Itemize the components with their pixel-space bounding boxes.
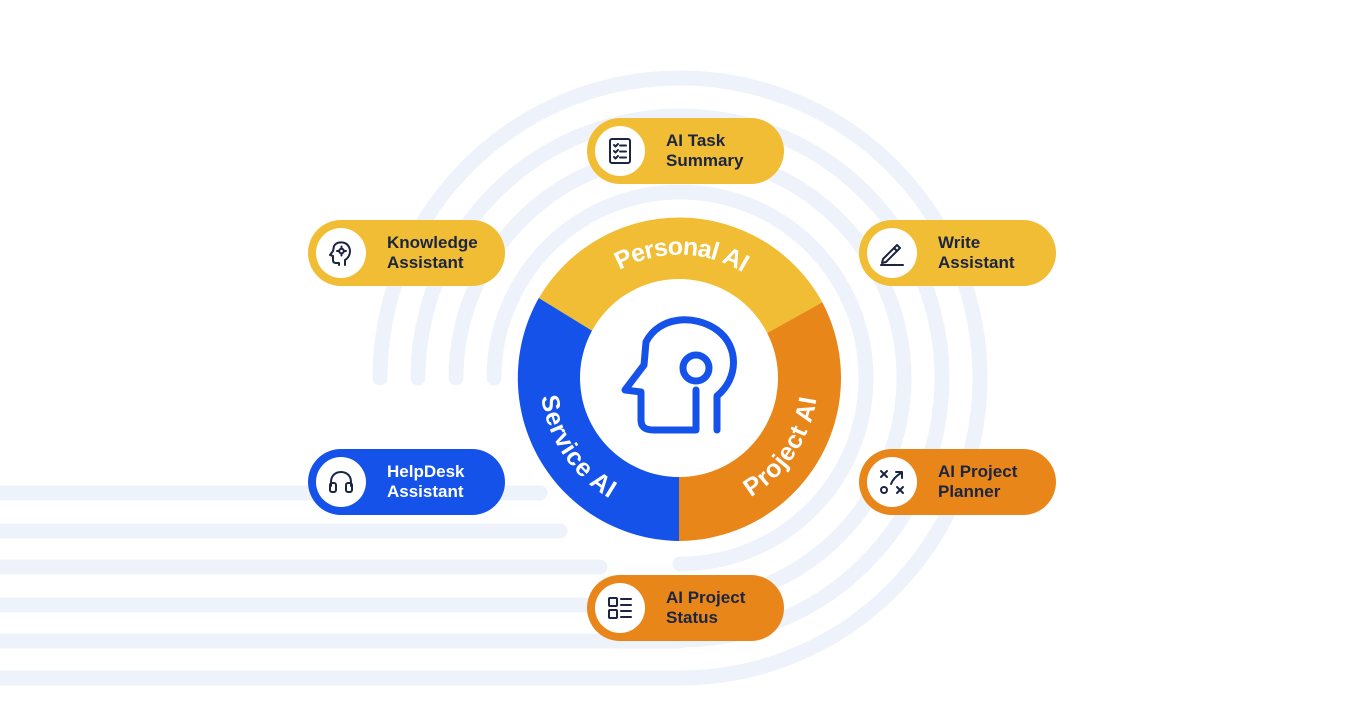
pill-ai-project-planner[interactable]: AI Project Planner — [859, 449, 1056, 515]
strategy-icon — [880, 470, 904, 494]
pill-ai-project-status[interactable]: AI Project Status — [587, 575, 784, 641]
pill-icon-circle — [867, 228, 917, 278]
pill-write-assistant[interactable]: Write Assistant — [859, 220, 1056, 286]
pill-icon-circle — [316, 228, 366, 278]
pill-ai-task-summary[interactable]: AI Task Summary — [587, 118, 784, 184]
pill-icon-circle — [595, 583, 645, 633]
center-circle — [580, 279, 778, 477]
segment-service-ai[interactable] — [517, 298, 679, 541]
head-gear-icon — [329, 241, 351, 266]
background-decoration — [0, 70, 988, 686]
pill-icon-circle — [316, 457, 366, 507]
segment-project-ai[interactable] — [679, 302, 841, 541]
pen-icon — [880, 244, 904, 266]
ai-head-icon — [621, 316, 737, 434]
pill-knowledge-assistant[interactable]: Knowledge Assistant — [308, 220, 505, 286]
pill-label: AI Task Summary — [666, 131, 744, 170]
checklist-icon — [609, 138, 631, 164]
pill-helpdesk-assistant[interactable]: HelpDesk Assistant — [308, 449, 505, 515]
pill-icon-circle — [595, 126, 645, 176]
pill-label: HelpDesk Assistant — [387, 462, 465, 501]
pill-label: AI Project Status — [666, 588, 746, 627]
pill-label: AI Project Planner — [938, 462, 1018, 501]
segment-personal-ai[interactable] — [538, 217, 823, 334]
pill-icon-circle — [867, 457, 917, 507]
list-icon — [608, 597, 632, 619]
headset-icon — [329, 471, 353, 493]
pill-label: Knowledge Assistant — [387, 233, 478, 272]
pill-label: Write Assistant — [938, 233, 1015, 272]
